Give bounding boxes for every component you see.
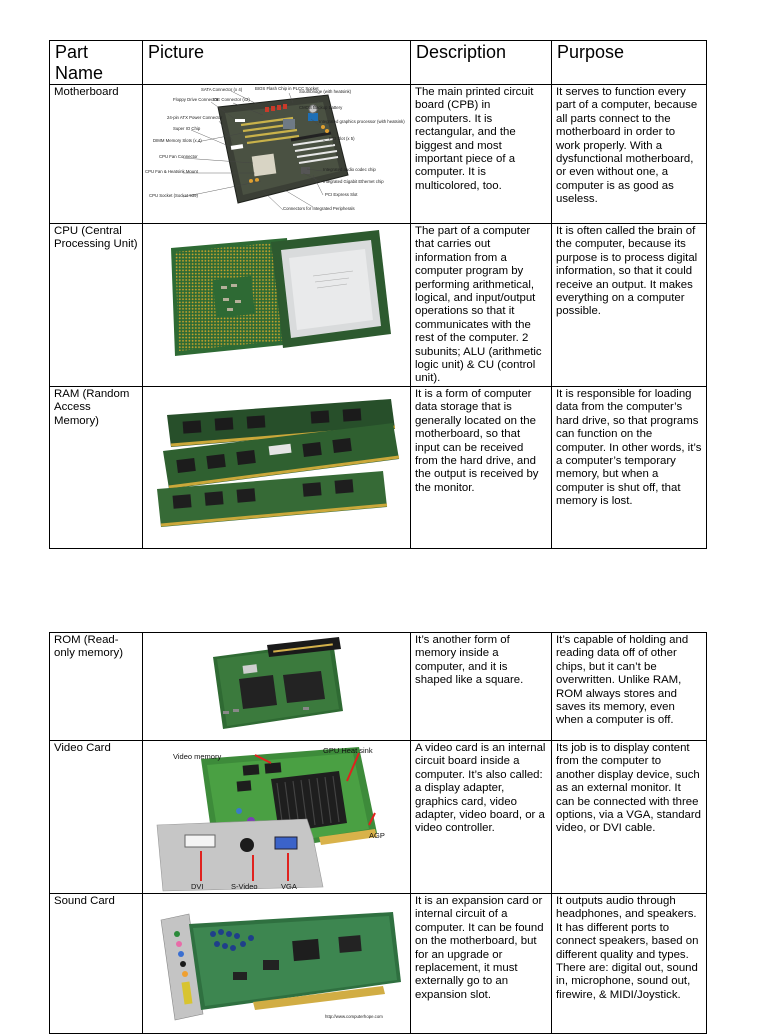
table-row: Motherboard <box>49 84 707 224</box>
part-name: ROM (Read-only memory) <box>49 632 143 741</box>
part-name: Video Card <box>49 740 143 894</box>
label-ethernet: Integrated Gigabit Ethernet chip <box>323 179 384 184</box>
part-purpose: It is often called the brain of the comp… <box>551 223 707 387</box>
label-bios: BIOS Flash Chip in PLCC Socket <box>255 86 319 91</box>
rom-picture <box>142 632 411 741</box>
table-row: ROM (Read-only memory) It’s another form… <box>49 632 707 741</box>
label-peripherals: Connectors for Integrated Peripherals <box>283 206 355 211</box>
part-name: RAM (Random Access Memory) <box>49 385 143 549</box>
label-pci: PCI Slot (x 5) <box>329 136 355 141</box>
header-purpose: Purpose <box>551 40 707 85</box>
label-dvi: DVI <box>191 882 204 891</box>
part-purpose: It outputs audio through headphones, and… <box>551 893 707 1034</box>
part-purpose: It serves to function every part of a co… <box>551 84 707 224</box>
label-floppy: Floppy Drive Connector <box>173 97 219 102</box>
part-description: The main printed circuit board (CPB) in … <box>410 84 552 224</box>
label-cpuheatsink: CPU Fan & Heatsink Mount <box>145 169 199 174</box>
label-cpufan: CPU Fan Connector <box>159 154 198 159</box>
part-description: A video card is an internal circuit boar… <box>410 740 552 894</box>
part-description: It’s another form of memory inside a com… <box>410 632 552 741</box>
rom-image <box>213 637 343 729</box>
label-s-video: S-Video <box>231 882 258 891</box>
parts-table-top: Part Name Picture Description Purpose Mo… <box>49 40 707 549</box>
part-purpose: Its job is to display content from the c… <box>551 740 707 894</box>
table-row: RAM (Random Access Memory) It is a form … <box>49 385 707 549</box>
label-audio: Integrated audio codec chip <box>323 167 376 172</box>
label-sata: SATA Connector (x 4) <box>201 87 243 92</box>
table-header-row: Part Name Picture Description Purpose <box>49 40 707 85</box>
image-credit: http://www.computerhope.com <box>325 1014 383 1019</box>
parts-table-bottom: ROM (Read-only memory) It’s another form… <box>49 632 707 1034</box>
part-description: The part of a computer that carries out … <box>410 223 552 387</box>
label-vga: VGA <box>281 882 297 891</box>
label-pciexpress: PCI Express Slot <box>325 192 358 197</box>
motherboard-picture: SATA Connector (x 4) BIOS Flash Chip in … <box>142 84 411 224</box>
label-gpu-heat-sink: GPU Heat sink <box>323 746 373 755</box>
label-dimm: DIMM Memory Slots (x 4) <box>153 138 202 143</box>
table-row: Video Card <box>49 740 707 894</box>
part-name: CPU (Central Processing Unit) <box>49 223 143 387</box>
label-cmos: CMOS Backup Battery <box>299 105 343 110</box>
part-description: It is an expansion card or internal circ… <box>410 893 552 1034</box>
part-purpose: It is responsible for loading data from … <box>551 385 707 549</box>
cpu-image <box>171 230 391 356</box>
part-name: Sound Card <box>49 893 143 1034</box>
label-video-memory: Video memory <box>173 752 221 761</box>
label-graphics: Integrated graphics processor (with heat… <box>319 119 405 124</box>
sound-card-picture: http://www.computerhope.com <box>142 893 411 1034</box>
sound-card-image: http://www.computerhope.com <box>160 912 401 1021</box>
video-card-image: Video memory GPU Heat sink AGP DVI S-Vid… <box>156 746 385 892</box>
label-southbridge: Southbridge (with heatsink) <box>299 89 352 94</box>
motherboard-image: SATA Connector (x 4) BIOS Flash Chip in … <box>145 86 405 211</box>
cpu-picture <box>142 223 411 387</box>
label-agp: AGP <box>369 831 385 840</box>
table-row: CPU (Central Processing Unit) <box>49 223 707 387</box>
ram-picture <box>142 385 411 549</box>
label-ide: IDE Connector (x2) <box>213 97 250 102</box>
ram-image <box>157 398 400 527</box>
label-superio: Super IO Chip <box>173 126 201 131</box>
header-picture: Picture <box>142 40 411 85</box>
part-purpose: It’s capable of holding and reading data… <box>551 632 707 741</box>
header-part-name: Part Name <box>49 40 143 85</box>
label-cpusocket: CPU Socket (Socket 939) <box>149 193 199 198</box>
table-row: Sound Card <box>49 893 707 1034</box>
part-name: Motherboard <box>49 84 143 224</box>
header-description: Description <box>410 40 552 85</box>
video-card-picture: Video memory GPU Heat sink AGP DVI S-Vid… <box>142 740 411 894</box>
label-atx: 24-pin ATX Power Connector <box>167 115 223 120</box>
part-description: It is a form of computer data storage th… <box>410 385 552 549</box>
